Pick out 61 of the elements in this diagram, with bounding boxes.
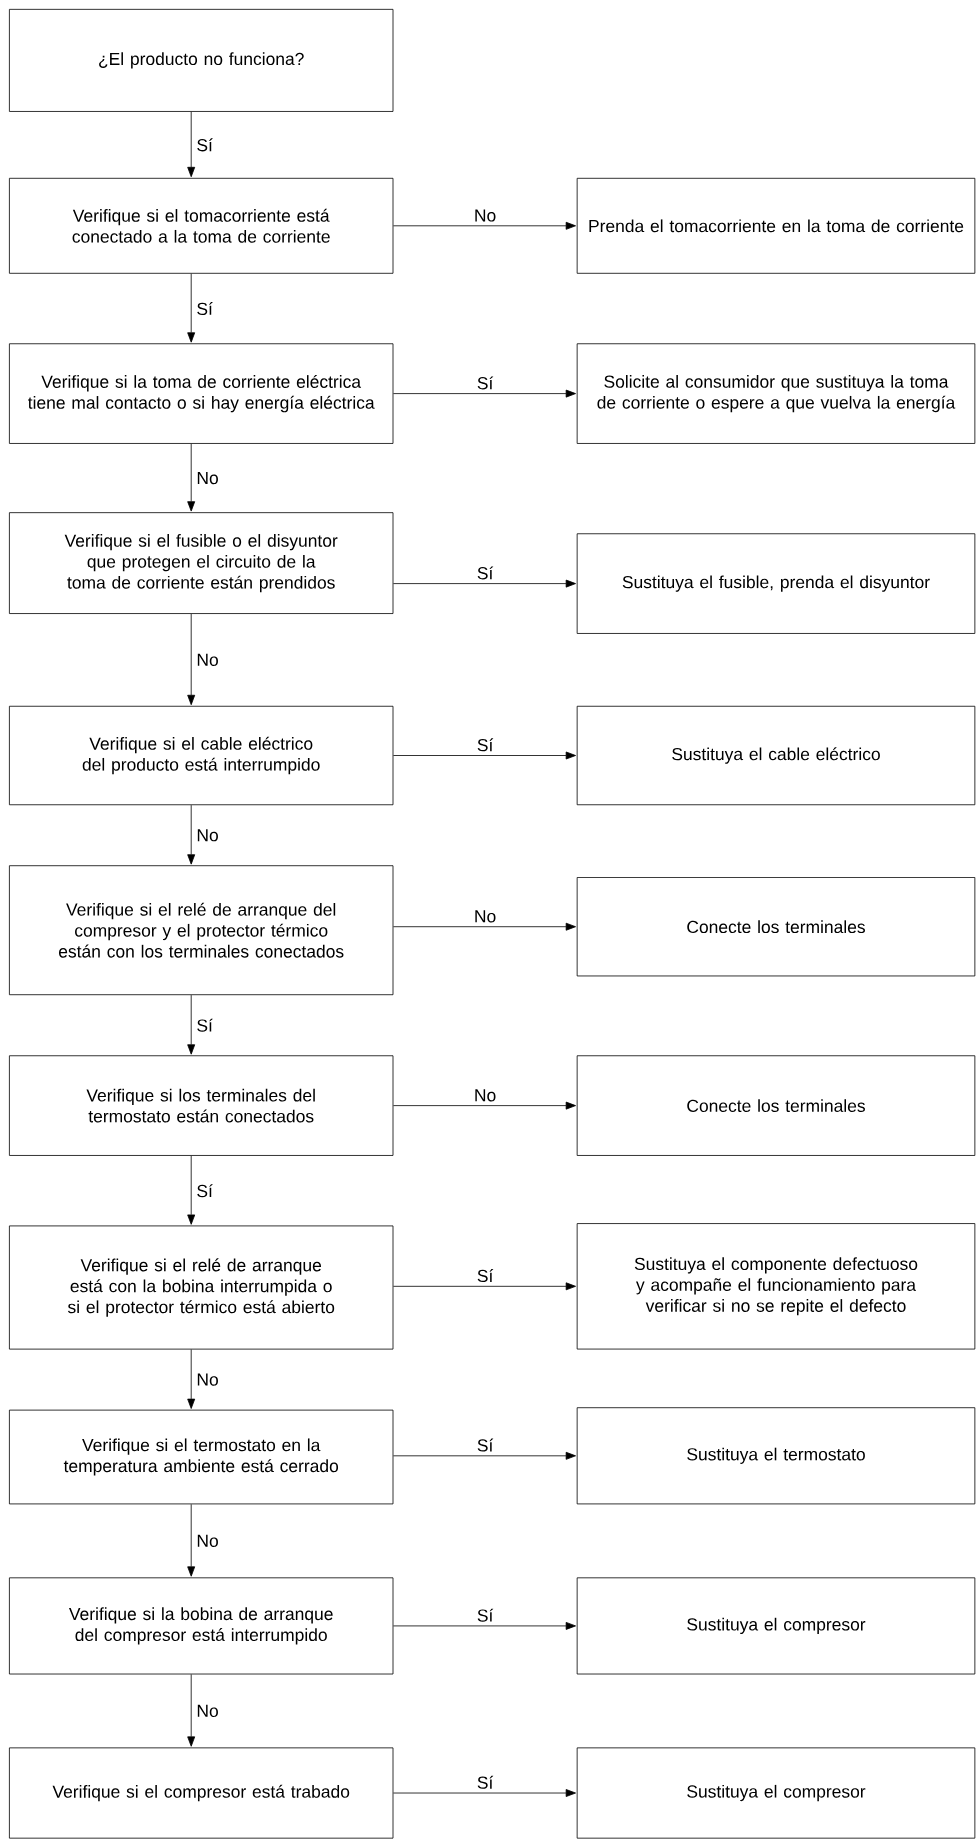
process-box: Verifique si la bobina de arranque del compresor está interrumpido [9, 1577, 394, 1675]
edge-label: No [472, 909, 498, 924]
process-box: Sustituya el fusible, prenda el disyuntor [576, 533, 976, 634]
edge-label: Sí [195, 1183, 214, 1199]
arrow [393, 1451, 576, 1460]
edge-label: Sí [475, 1268, 495, 1284]
process-box: Verifique si el relé de arranque está con la bobina interrumpida o si el protector térmico está abierto [9, 1225, 394, 1350]
edge-label: Sí [475, 565, 495, 581]
edge-label: Sí [475, 1437, 495, 1453]
process-box: Sustituya el termostato [576, 1407, 976, 1505]
arrow [393, 1101, 576, 1110]
edge-label: Sí [475, 375, 495, 391]
edge-label: Sí [195, 137, 214, 153]
process-box: Verifique si el fusible o el disyuntor que protegen el circuito de la toma de corriente están prendidos [9, 512, 394, 614]
process-box: Verifique si el relé de arranque del compresor y el protector térmico están con los terminales conectados [9, 865, 394, 996]
edge-label: Sí [475, 737, 495, 753]
process-box: Sustituya el cable eléctrico [576, 705, 976, 806]
edge-label: No [195, 828, 220, 843]
process-box: Conecte los terminales [576, 1055, 976, 1156]
edge-label: No [195, 652, 220, 667]
arrow [393, 579, 576, 588]
arrow [187, 1674, 196, 1747]
arrow [187, 804, 196, 865]
process-box: Verifique si la toma de corriente eléctrica tiene mal contacto o si hay energía eléctrica [9, 343, 394, 444]
arrow [187, 1503, 196, 1577]
arrow [393, 751, 576, 760]
process-box: Sustituya el compresor [576, 1747, 976, 1839]
edge-label: Sí [475, 1607, 495, 1623]
arrow [393, 1622, 576, 1630]
arrow [187, 1155, 196, 1225]
arrow [187, 1349, 196, 1409]
process-box: Prenda el tomacorriente en la toma de corriente [576, 177, 976, 274]
edge-label: Sí [195, 1017, 214, 1033]
arrow [187, 613, 196, 706]
edge-label: No [195, 470, 220, 486]
process-box: Verifique si el tomacorriente está conectado a la toma de corriente [9, 177, 394, 274]
arrow [393, 1789, 576, 1797]
arrow [187, 273, 196, 343]
process-box: ¿El producto no funciona? [9, 8, 394, 112]
process-box: Verifique si el cable eléctrico del producto está interrumpido [9, 705, 394, 806]
arrow [393, 922, 576, 931]
arrow [393, 221, 576, 230]
edge-label: Sí [475, 1774, 495, 1790]
edge-label: No [472, 1088, 498, 1103]
edge-label: No [472, 208, 498, 223]
arrow [393, 389, 576, 398]
process-box: Sustituya el componente defectuoso y acompañe el funcionamiento para verificar si no se repite el defecto [576, 1223, 976, 1350]
edge-label: No [195, 1703, 220, 1719]
process-box: Conecte los terminales [576, 877, 976, 977]
arrow [187, 443, 196, 512]
arrow [187, 994, 196, 1055]
arrow [393, 1282, 576, 1291]
edge-label: Sí [195, 301, 214, 317]
process-box: Solicite al consumidor que sustituya la toma de corriente o espere a que vuelva la energía [576, 343, 976, 444]
process-box: Verifique si el compresor está trabado [9, 1747, 394, 1839]
process-box: Sustituya el compresor [576, 1577, 976, 1675]
edge-label: No [195, 1533, 220, 1548]
edge-label: No [195, 1372, 220, 1387]
arrow [187, 111, 196, 178]
process-box: Verifique si los terminales del termostato están conectados [9, 1055, 394, 1156]
process-box: Verifique si el termostato en la temperatura ambiente está cerrado [9, 1409, 394, 1505]
